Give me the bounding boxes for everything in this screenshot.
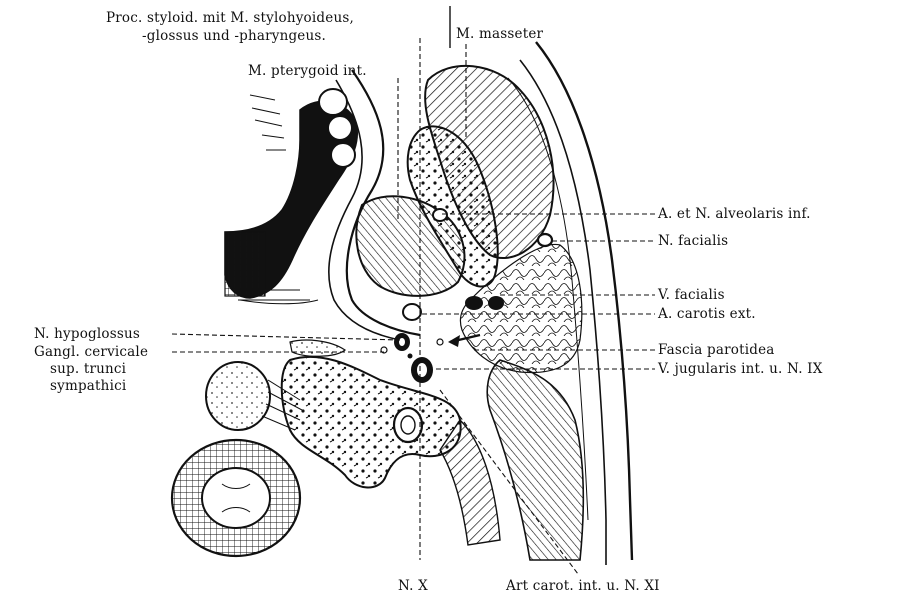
label-gangl-line3: sympathici xyxy=(50,378,127,394)
vessel-v-facialis-b xyxy=(488,296,504,310)
tooth-3 xyxy=(331,143,355,167)
label-a-n-alveolaris: A. et N. alveolaris inf. xyxy=(657,206,811,222)
vessel-a-carotis-ext xyxy=(403,304,421,320)
vessel-alveolar xyxy=(433,209,447,221)
label-v-facialis: V. facialis xyxy=(657,287,725,303)
vessel-nX-lumen xyxy=(399,338,405,346)
vessel-facial-nerve xyxy=(538,234,552,246)
label-a-carotis-ext: A. carotis ext. xyxy=(657,306,756,322)
label-n-facialis: N. facialis xyxy=(658,233,728,249)
label-proc-styloid-line1: Proc. styloid. mit M. stylohyoideus, xyxy=(106,10,354,26)
atlas-bone xyxy=(206,362,270,430)
label-m-masseter: M. masseter xyxy=(456,26,544,42)
vertebral-bone xyxy=(282,357,461,488)
label-proc-styloid-line2: -glossus und -pharyngeus. xyxy=(142,28,326,44)
label-fascia-parotidea: Fascia parotidea xyxy=(658,342,775,358)
prevertebral-muscle xyxy=(440,420,500,545)
anatomy-drawing xyxy=(172,42,632,565)
label-n-hypoglossus: N. hypoglossus xyxy=(34,326,140,342)
spinal-cord xyxy=(202,468,270,528)
sternocleido-muscle xyxy=(487,360,583,560)
label-gangl-line2: sup. trunci xyxy=(50,361,127,377)
ganglion-shape xyxy=(290,340,345,356)
label-v-jugularis: V. jugularis int. u. N. IX xyxy=(657,361,823,377)
vessel-v-facialis xyxy=(465,296,483,310)
tooth-1 xyxy=(319,89,347,115)
label-m-pterygoid: M. pterygoid int. xyxy=(248,63,367,79)
label-art-carot-int: Art carot. int. u. N. XI xyxy=(505,578,660,594)
palate-block xyxy=(225,232,265,296)
label-n-x: N. X xyxy=(398,578,428,594)
mucosa-line xyxy=(240,300,318,304)
vertebral-canal xyxy=(394,408,422,442)
tooth-2 xyxy=(328,116,352,140)
vessel-jugular-lumen xyxy=(417,363,427,377)
label-gangl-line1: Gangl. cervicale xyxy=(34,344,148,360)
